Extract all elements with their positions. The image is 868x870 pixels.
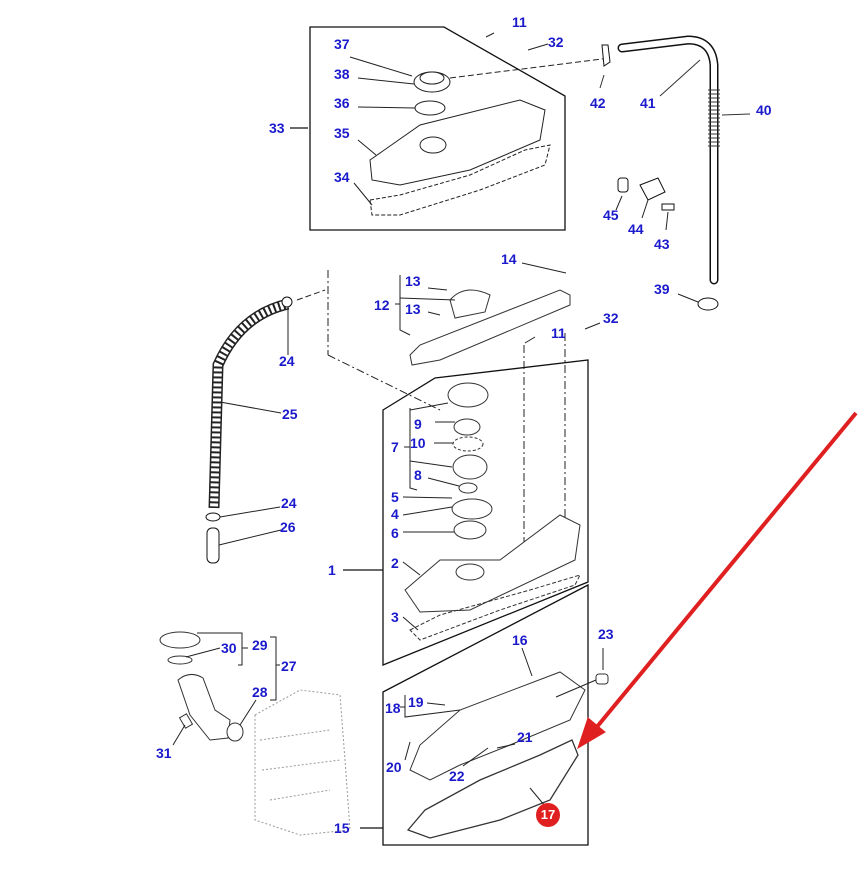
callout-37: 37: [334, 36, 350, 52]
callout-32: 32: [603, 310, 619, 326]
callout-18: 18: [385, 700, 401, 716]
callout-9: 9: [414, 416, 422, 432]
callout-43: 43: [654, 236, 670, 252]
callout-21: 21: [517, 729, 533, 745]
callout-20: 20: [386, 759, 402, 775]
callout-23: 23: [598, 626, 614, 642]
callout-32: 32: [548, 34, 564, 50]
callout-31: 31: [156, 745, 172, 761]
panel-33-frame: [309, 26, 566, 231]
callout-24: 24: [279, 353, 295, 369]
callout-44: 44: [628, 221, 644, 237]
callout-19: 19: [408, 694, 424, 710]
callout-11: 11: [551, 325, 566, 341]
highlight-arrow: [577, 411, 858, 750]
callout-27: 27: [281, 658, 297, 674]
callout-8: 8: [414, 467, 422, 483]
callout-29: 29: [252, 637, 268, 653]
callout-30: 30: [221, 640, 237, 656]
callout-42: 42: [590, 95, 606, 111]
callout-16: 16: [512, 632, 528, 648]
callout-28: 28: [252, 684, 268, 700]
callout-12: 12: [374, 297, 390, 313]
callout-13: 13: [405, 301, 421, 317]
callout-22: 22: [449, 768, 465, 784]
callout-11: 11: [512, 14, 527, 30]
callout-39: 39: [654, 281, 670, 297]
callout-10: 10: [410, 435, 426, 451]
callout-5: 5: [391, 489, 399, 505]
callout-1: 1: [328, 562, 336, 578]
callout-45: 45: [603, 207, 619, 223]
callout-33: 33: [269, 120, 285, 136]
callout-15: 15: [334, 820, 350, 836]
callout-13: 13: [405, 273, 421, 289]
callout-40: 40: [756, 102, 772, 118]
callout-38: 38: [334, 66, 350, 82]
callout-35: 35: [334, 125, 350, 141]
callout-36: 36: [334, 95, 350, 111]
panel-15-frame: [382, 583, 589, 846]
callout-3: 3: [391, 609, 399, 625]
callout-2: 2: [391, 555, 399, 571]
callout-24: 24: [281, 495, 297, 511]
callout-7: 7: [391, 439, 399, 455]
callout-41: 41: [640, 95, 656, 111]
callout-26: 26: [280, 519, 296, 535]
callout-4: 4: [391, 506, 399, 522]
callout-25: 25: [282, 406, 298, 422]
callout-14: 14: [501, 251, 517, 267]
panel-1-frame: [382, 359, 589, 666]
callout-6: 6: [391, 525, 399, 541]
callout-34: 34: [334, 169, 350, 185]
highlight-badge-17: 17: [536, 803, 560, 827]
